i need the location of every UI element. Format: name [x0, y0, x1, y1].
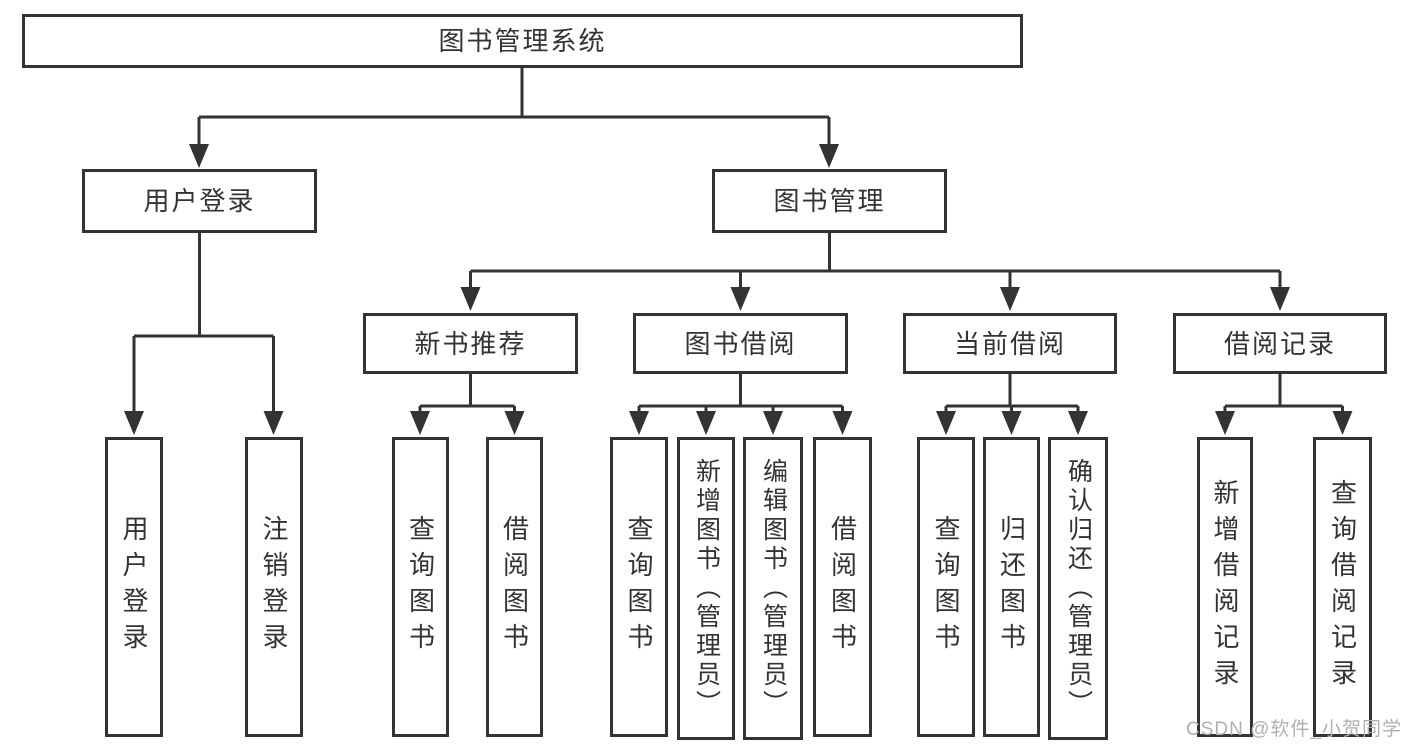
arrow-down-icon [1332, 411, 1353, 435]
leaf-user-login: 用户登录 [105, 437, 163, 737]
node-label: 图书管理 [773, 186, 886, 216]
leaf-query-books-borrowing: 查询图书 [610, 437, 668, 737]
leaf-edit-books-admin: 编辑图书（管理员） [743, 437, 803, 740]
arrow-down-icon [763, 411, 783, 435]
arrow-down-icon [460, 287, 481, 311]
leaf-borrow-books-recommend: 借阅图书 [486, 437, 543, 737]
connector-book-mgmt-branch [469, 233, 1282, 289]
node-label: 编辑图书（管理员） [759, 458, 788, 719]
node-label: 新增图书（管理员） [692, 458, 721, 719]
connector-user-login-branch [132, 233, 275, 413]
arrow-down-icon [263, 411, 284, 435]
arrow-down-icon [410, 411, 430, 435]
arrow-down-icon [832, 411, 853, 435]
leaf-query-books-recommend: 查询图书 [392, 437, 449, 737]
node-label: 确认归还（管理员） [1064, 458, 1093, 719]
arrow-down-icon [1001, 411, 1022, 435]
node-current-borrowing: 当前借阅 [903, 313, 1117, 374]
node-label: 归还图书 [996, 515, 1027, 659]
node-book-borrowing: 图书借阅 [633, 313, 848, 374]
connector-new-book-branch [418, 374, 516, 413]
node-label: 查询图书 [931, 515, 961, 659]
node-user-login: 用户登录 [82, 169, 317, 233]
node-label: 借阅图书 [827, 515, 858, 659]
arrow-down-icon [189, 144, 209, 168]
csdn-watermark: CSDN @软件_小贺同学 [1186, 719, 1402, 740]
node-label: 新增借阅记录 [1210, 479, 1240, 695]
node-book-management: 图书管理 [712, 169, 947, 233]
arrow-down-icon [1215, 411, 1235, 435]
arrow-down-icon [936, 411, 956, 435]
leaf-return-books: 归还图书 [983, 437, 1040, 737]
arrow-down-icon [629, 411, 649, 435]
leaf-query-borrow-record: 查询借阅记录 [1313, 437, 1372, 737]
node-label: 借阅图书 [499, 515, 530, 659]
arrow-down-icon [696, 411, 716, 435]
node-label: 查询借阅记录 [1327, 479, 1358, 695]
arrow-down-icon [1000, 287, 1020, 311]
node-label: 查询图书 [405, 515, 436, 659]
arrowheads [124, 144, 1353, 435]
leaf-add-borrow-record: 新增借阅记录 [1197, 437, 1253, 737]
arrow-down-icon [124, 411, 144, 435]
node-label: 新书推荐 [414, 328, 527, 359]
node-library-management-system: 图书管理系统 [22, 14, 1023, 68]
arrow-down-icon [1068, 411, 1088, 435]
connector-paths [132, 68, 1344, 413]
connector-root-to-level2 [197, 68, 831, 146]
node-label: 查询图书 [624, 515, 654, 659]
arrow-down-icon [504, 411, 525, 435]
node-label: 借阅记录 [1223, 328, 1336, 359]
connector-borrow-records-branch [1223, 374, 1344, 413]
arrow-down-icon [730, 287, 751, 311]
connector-current-borrow-branch [944, 374, 1080, 413]
arrow-down-icon [819, 144, 839, 168]
connector-book-borrow-branch [637, 374, 844, 413]
node-label: 注销登录 [259, 515, 289, 659]
leaf-confirm-return-admin: 确认归还（管理员） [1048, 437, 1108, 740]
arrow-down-icon [1270, 287, 1290, 311]
node-label: 图书管理系统 [438, 26, 607, 56]
leaf-query-books-current: 查询图书 [917, 437, 975, 737]
node-label: 当前借阅 [953, 328, 1066, 359]
leaf-logout: 注销登录 [245, 437, 303, 737]
node-label: 用户登录 [119, 515, 149, 659]
leaf-add-books-admin: 新增图书（管理员） [677, 437, 735, 740]
leaf-borrow-books: 借阅图书 [813, 437, 872, 737]
node-label: 图书借阅 [684, 328, 797, 359]
node-borrowing-records: 借阅记录 [1173, 313, 1387, 374]
node-label: 用户登录 [143, 186, 256, 216]
node-new-book-recommend: 新书推荐 [363, 313, 578, 374]
